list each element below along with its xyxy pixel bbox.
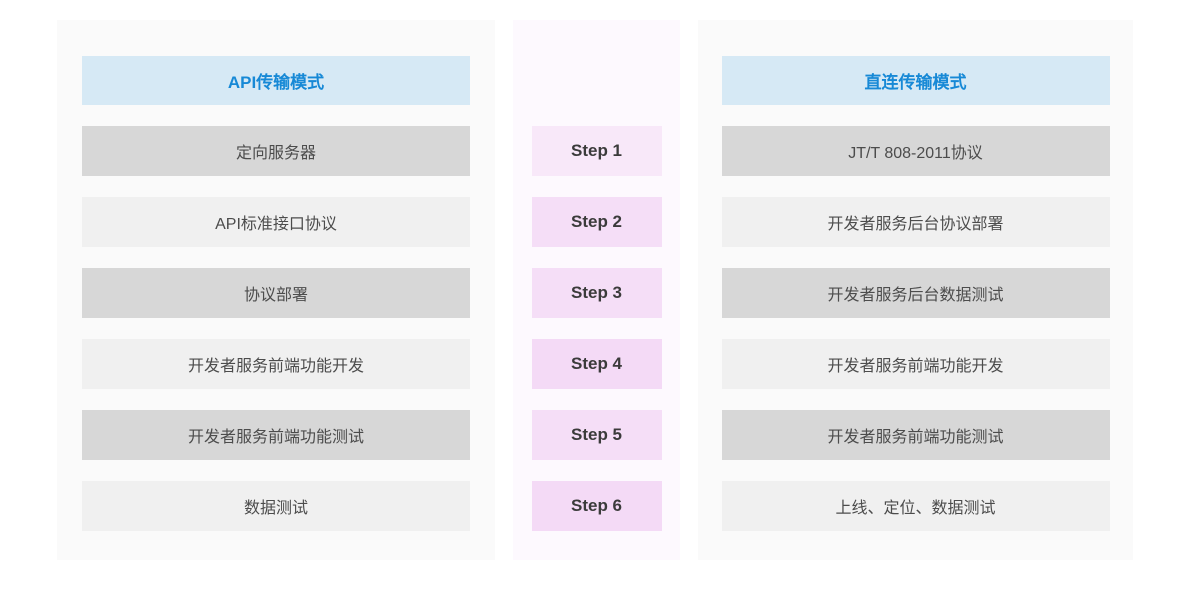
api-mode-item-3: 协议部署 <box>82 268 470 318</box>
step-label-4: Step 4 <box>531 339 662 389</box>
api-mode-item-1: 定向服务器 <box>82 126 470 176</box>
direct-mode-item-6: 上线、定位、数据测试 <box>721 481 1110 531</box>
api-mode-item-6: 数据测试 <box>82 481 470 531</box>
api-mode-item-5: 开发者服务前端功能测试 <box>82 410 470 460</box>
direct-mode-item-4: 开发者服务前端功能开发 <box>721 339 1110 389</box>
step-label-5: Step 5 <box>531 410 662 460</box>
direct-mode-item-5: 开发者服务前端功能测试 <box>721 410 1110 460</box>
direct-mode-panel: 直连传输模式 JT/T 808-2011协议 开发者服务后台协议部署 开发者服务… <box>698 20 1133 560</box>
direct-mode-item-3: 开发者服务后台数据测试 <box>721 268 1110 318</box>
step-label-1: Step 1 <box>531 126 662 176</box>
direct-mode-header: 直连传输模式 <box>721 56 1110 105</box>
steps-panel: Step 1 Step 2 Step 3 Step 4 Step 5 Step … <box>513 20 680 560</box>
api-mode-item-2: API标准接口协议 <box>82 197 470 247</box>
step-label-6: Step 6 <box>531 481 662 531</box>
api-mode-header: API传输模式 <box>82 56 470 105</box>
direct-mode-item-1: JT/T 808-2011协议 <box>721 126 1110 176</box>
direct-mode-item-2: 开发者服务后台协议部署 <box>721 197 1110 247</box>
step-label-2: Step 2 <box>531 197 662 247</box>
step-label-3: Step 3 <box>531 268 662 318</box>
api-mode-panel: API传输模式 定向服务器 API标准接口协议 协议部署 开发者服务前端功能开发… <box>57 20 495 560</box>
api-mode-item-4: 开发者服务前端功能开发 <box>82 339 470 389</box>
